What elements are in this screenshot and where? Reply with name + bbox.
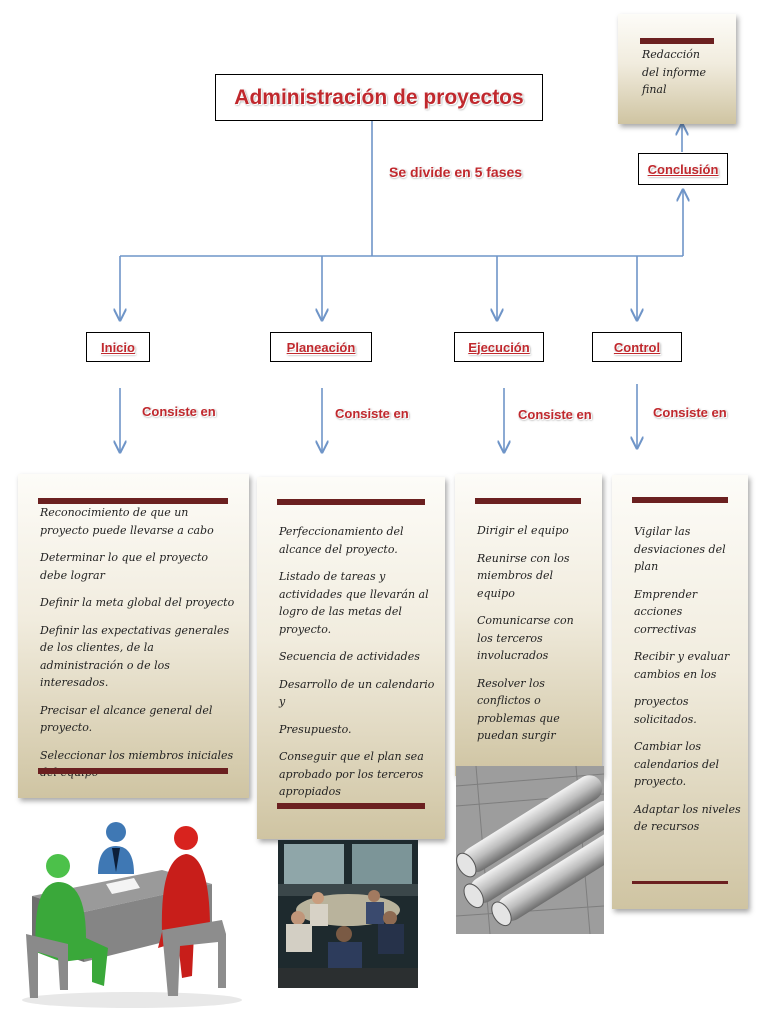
list-item: Comunicarse con los terceros involucrado… (477, 614, 574, 662)
note-bar (640, 38, 714, 44)
phase-label-inicio: Inicio (101, 339, 135, 355)
phase-box-ejecucion: Ejecución (454, 332, 544, 362)
list-item: Definir la meta global del proyecto (40, 596, 235, 609)
list-item: Secuencia de actividades (279, 650, 420, 663)
note-bar (277, 803, 425, 809)
conclusion-note-line: del informe (642, 65, 707, 79)
phase-label-conclusion: Conclusión (647, 161, 719, 177)
note-bar (277, 499, 425, 505)
consiste-label-ejecucion: Consiste en (518, 407, 592, 422)
note-bar (475, 498, 581, 504)
list-item: Presupuesto. (279, 722, 352, 736)
phase-label-control: Control (613, 339, 661, 355)
phase-label-planeacion: Planeación (286, 339, 356, 355)
meeting-photo (278, 840, 418, 988)
phase-box-control: Control (592, 332, 682, 362)
list-item: Conseguir que el plan sea aprobado por l… (279, 750, 424, 798)
ejecucion-details-note: Dirigir el equipo Reunirse con los miemb… (455, 474, 602, 776)
list-item: Precisar el alcance general del proyecto… (40, 703, 213, 735)
conclusion-note-line: final (642, 83, 667, 96)
list-item: Resolver los conflictos o problemas que … (477, 676, 560, 743)
conclusion-note-line: Redacción (642, 48, 700, 61)
list-item: Dirigir el equipo (477, 524, 569, 537)
blueprints-photo (456, 766, 604, 934)
list-item: Recibir y evaluar cambios en los (634, 650, 730, 681)
consiste-label-inicio: Consiste en (142, 404, 216, 419)
divide-label: Se divide en 5 fases (389, 164, 523, 180)
control-details-note: Vigilar las desviaciones del plan Empren… (612, 475, 748, 909)
list-item: Adaptar los niveles de recursos (634, 802, 741, 834)
list-item: Desarrollo de un calendario y (279, 677, 435, 709)
phase-box-planeacion: Planeación (270, 332, 372, 362)
note-bar (632, 497, 728, 503)
list-item: Listado de tareas y actividades que llev… (279, 570, 429, 636)
list-item: Reunirse con los miembros del equipo (477, 551, 570, 600)
planeacion-details-note: Perfeccionamiento del alcance del proyec… (257, 477, 445, 839)
consiste-label-control: Consiste en (653, 405, 727, 420)
list-item: Definir las expectativas generales de lo… (40, 623, 230, 690)
inicio-details-note: Reconocimiento de que un proyecto puede … (18, 474, 249, 798)
meeting-illustration (22, 822, 242, 1008)
list-item: Emprender acciones correctivas (634, 587, 698, 636)
consiste-label-planeacion: Consiste en (335, 406, 409, 421)
list-item: Perfeccionamiento del alcance del proyec… (279, 525, 404, 556)
note-bar (38, 768, 228, 774)
conclusion-note: Redacción del informe final (618, 14, 736, 124)
note-bar (38, 498, 228, 504)
list-item: proyectos solicitados. (634, 695, 697, 726)
list-item: Vigilar las desviaciones del plan (634, 525, 726, 573)
note-bar (632, 881, 728, 884)
list-item: Seleccionar los miembros iniciales del e… (40, 748, 234, 780)
title-box: Administración de proyectos (215, 74, 543, 121)
diagram-title: Administración de proyectos (234, 85, 524, 109)
list-item: Reconocimiento de que un proyecto puede … (40, 506, 214, 537)
phase-label-ejecucion: Ejecución (468, 339, 530, 355)
phase-box-conclusion: Conclusión (638, 153, 728, 185)
list-item: Cambiar los calendarios del proyecto. (634, 740, 720, 788)
phase-box-inicio: Inicio (86, 332, 150, 362)
list-item: Determinar lo que el proyecto debe logra… (40, 551, 209, 582)
